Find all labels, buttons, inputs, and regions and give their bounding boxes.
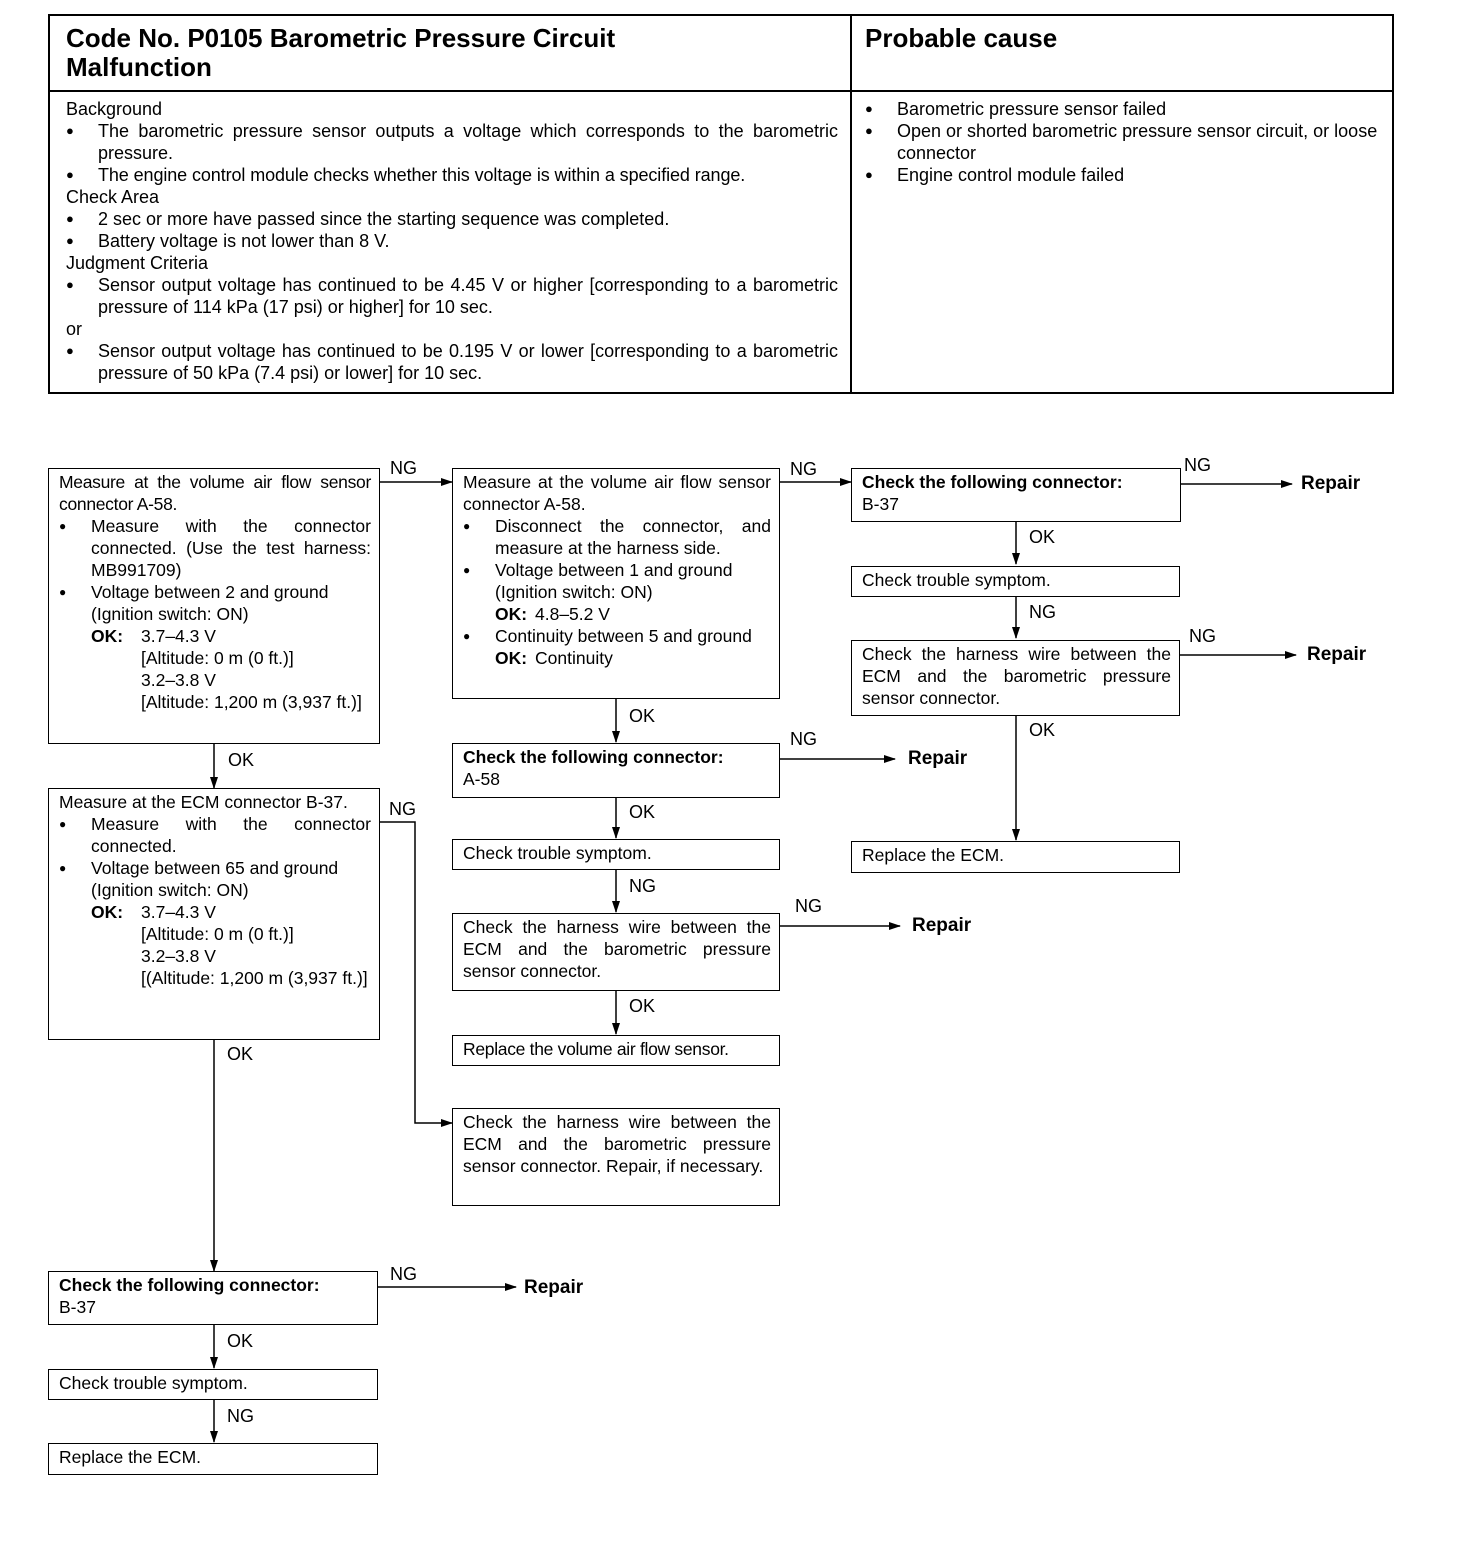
background-item: The engine control module checks whether… <box>66 164 838 186</box>
repair-label: Repair <box>524 1277 584 1298</box>
ng-label: NG <box>1189 626 1216 646</box>
box-value: B-37 <box>59 1297 96 1317</box>
box-text: Check trouble symptom. <box>463 843 652 863</box>
ok-label: OK <box>629 706 656 726</box>
ok-label: OK: <box>495 604 528 624</box>
box-title: Check the following connector: <box>59 1275 320 1295</box>
header-table: Code No. P0105 Barometric Pressure Circu… <box>48 14 1394 394</box>
box-title: Check the following connector: <box>862 472 1123 492</box>
box-text: Replace the ECM. <box>862 845 1005 865</box>
box-title: Check the following connector: <box>463 747 724 767</box>
ok-label: OK: <box>91 626 124 646</box>
box-item: Voltage between 1 and ground (Ignition s… <box>463 559 771 603</box>
judgment-label: Judgment Criteria <box>66 253 209 273</box>
code-title: Code No. P0105 Barometric Pressure Circu… <box>66 23 616 82</box>
replace-ecm-box: Replace the ECM. <box>851 841 1180 873</box>
altitude-note: [Altitude: 1,200 m (3,937 ft.)] <box>141 692 362 712</box>
box-text: Replace the ECM. <box>59 1447 202 1467</box>
altitude-note: [(Altitude: 1,200 m (3,937 ft.)] <box>141 968 368 988</box>
ok-label: OK <box>629 996 656 1016</box>
box-text: Measure at the volume air flow sensor co… <box>59 472 371 514</box>
replace-vaf-sensor-box: Replace the volume air flow sensor. <box>452 1035 780 1066</box>
ng-label: NG <box>795 896 822 916</box>
check-harness-repair-box: Check the harness wire between the ECM a… <box>452 1108 780 1206</box>
ok-value: Continuity <box>535 648 613 668</box>
ok-value: 4.8–5.2 V <box>535 604 610 624</box>
measure-vaf-harness-box: Measure at the volume air flow sensor co… <box>452 468 780 699</box>
check-trouble-symptom-box: Check trouble symptom. <box>48 1369 378 1400</box>
ok-label: OK <box>227 1044 254 1064</box>
probable-cause-column: Barometric pressure sensor failed Open o… <box>865 98 1385 186</box>
check-harness-wire-box: Check the harness wire between the ECM a… <box>452 913 780 991</box>
box-text: Check trouble symptom. <box>59 1373 248 1393</box>
check-area-item: 2 sec or more have passed since the star… <box>66 208 838 230</box>
box-value: A-58 <box>463 769 500 789</box>
ok-label: OK <box>1029 527 1056 547</box>
cause-item: Barometric pressure sensor failed <box>865 98 1385 120</box>
row-divider <box>50 90 1392 92</box>
check-trouble-symptom-box: Check trouble symptom. <box>851 566 1180 597</box>
ok-value: 3.7–4.3 V <box>141 902 216 922</box>
box-text: Check the harness wire between the ECM a… <box>862 644 1171 708</box>
ok-label: OK <box>629 802 656 822</box>
check-area-label: Check Area <box>66 187 160 207</box>
repair-label: Repair <box>1301 473 1361 494</box>
box-item: Measure with the connector connected. (U… <box>59 515 371 581</box>
altitude-note: [Altitude: 0 m (0 ft.)] <box>141 924 294 944</box>
measure-ecm-connector-box: Measure at the ECM connector B-37. Measu… <box>48 788 380 1040</box>
ng-label: NG <box>1184 455 1211 475</box>
description-column: Background The barometric pressure senso… <box>66 98 838 384</box>
background-label: Background <box>66 99 163 119</box>
ok-label: OK <box>1029 720 1056 740</box>
repair-label: Repair <box>908 748 968 769</box>
repair-label: Repair <box>912 915 972 936</box>
judgment-item: Sensor output voltage has continued to b… <box>66 274 838 318</box>
ng-label: NG <box>790 729 817 749</box>
box-text: Measure at the ECM connector B-37. <box>59 792 348 812</box>
cause-item: Open or shorted barometric pressure sens… <box>865 120 1385 164</box>
or-label: or <box>66 319 83 339</box>
measure-vaf-connector-box: Measure at the volume air flow sensor co… <box>48 468 380 744</box>
box-text: Measure at the volume air flow sensor co… <box>463 472 771 514</box>
check-connector-b37-box: Check the following connector: B-37 <box>48 1271 378 1325</box>
box-item: Voltage between 65 and ground (Ignition … <box>59 857 371 901</box>
ng-label: NG <box>389 799 416 819</box>
box-text: Check the harness wire between the ECM a… <box>463 917 771 981</box>
ng-label: NG <box>790 459 817 479</box>
check-trouble-symptom-box: Check trouble symptom. <box>452 839 780 870</box>
ng-label: NG <box>629 876 656 896</box>
ok-value: 3.2–3.8 V <box>141 946 216 966</box>
ok-label: OK: <box>495 648 528 668</box>
box-value: B-37 <box>862 494 899 514</box>
box-item: Voltage between 2 and ground (Ignition s… <box>59 581 371 625</box>
box-text: Replace the volume air flow sensor. <box>463 1039 729 1059</box>
ok-value: 3.7–4.3 V <box>141 626 216 646</box>
ng-label: NG <box>1029 602 1056 622</box>
ok-label: OK <box>228 750 255 770</box>
ng-label: NG <box>227 1406 254 1426</box>
repair-label: Repair <box>1307 644 1367 665</box>
probable-cause-title: Probable cause <box>865 23 1058 53</box>
check-connector-a58-box: Check the following connector: A-58 <box>452 743 780 798</box>
ok-label: OK: <box>91 902 124 922</box>
check-area-item: Battery voltage is not lower than 8 V. <box>66 230 838 252</box>
ng-label: NG <box>390 458 417 478</box>
box-text: Check the harness wire between the ECM a… <box>463 1112 771 1176</box>
check-harness-wire-box: Check the harness wire between the ECM a… <box>851 640 1180 716</box>
column-divider <box>850 16 852 392</box>
ng-label: NG <box>390 1264 417 1284</box>
cause-item: Engine control module failed <box>865 164 1385 186</box>
altitude-note: [Altitude: 0 m (0 ft.)] <box>141 648 294 668</box>
box-text: Check trouble symptom. <box>862 570 1051 590</box>
judgment-item: Sensor output voltage has continued to b… <box>66 340 838 384</box>
box-item: Continuity between 5 and ground <box>463 625 771 647</box>
box-item: Disconnect the connector, and measure at… <box>463 515 771 559</box>
ok-label: OK <box>227 1331 254 1351</box>
ok-value: 3.2–3.8 V <box>141 670 216 690</box>
check-connector-b37-box: Check the following connector: B-37 <box>851 468 1181 522</box>
box-item: Measure with the connector connected. <box>59 813 371 857</box>
background-item: The barometric pressure sensor outputs a… <box>66 120 838 164</box>
replace-ecm-box: Replace the ECM. <box>48 1443 378 1475</box>
